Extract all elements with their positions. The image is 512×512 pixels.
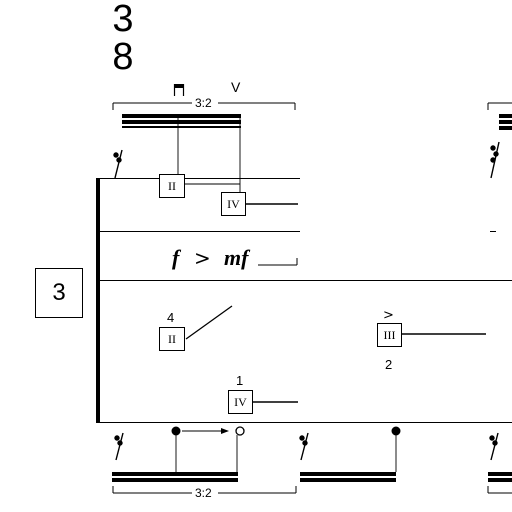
rest-symbols-top: [113, 141, 500, 179]
fingering-2: 2: [385, 357, 393, 372]
staff-lines: [100, 178, 512, 423]
tuplet-bracket-bottom: [112, 486, 512, 494]
fingering-1: 1: [236, 373, 244, 388]
string-box-low-iii: III: [377, 323, 402, 347]
top-beams: [122, 114, 512, 130]
tuplet-bracket-top: [112, 102, 512, 110]
string-box-top-iv: IV: [221, 192, 246, 216]
dynamic-mezzo-forte: mf: [224, 245, 249, 270]
string-sustain-lines: [185, 183, 486, 403]
bottom-notes: [171, 426, 401, 472]
dynamic-forte: f: [172, 245, 180, 270]
bottom-beams: [112, 472, 512, 482]
up-bow-mark: V: [231, 79, 241, 95]
string-box-low-iv: IV: [228, 390, 253, 414]
tuplet-label-top: 3:2: [193, 96, 214, 110]
accent-mark: >: [383, 308, 394, 323]
rest-symbols-bottom: [114, 432, 499, 461]
tuplet-label-bottom: 3:2: [193, 486, 214, 500]
system-barline: [96, 178, 100, 423]
string-box-top-ii: II: [159, 174, 185, 198]
rehearsal-mark: 3: [35, 268, 83, 318]
fingering-4: 4: [167, 310, 175, 325]
top-stems: [177, 118, 241, 193]
time-signature-denominator: 8: [112, 36, 134, 78]
glissando-arrow: [182, 428, 229, 434]
time-signature-numerator: 3: [112, 0, 134, 40]
diminuendo-hairpin-icon: >: [194, 246, 211, 270]
down-bow-mark: [173, 84, 185, 96]
string-box-low-ii: II: [159, 327, 185, 351]
